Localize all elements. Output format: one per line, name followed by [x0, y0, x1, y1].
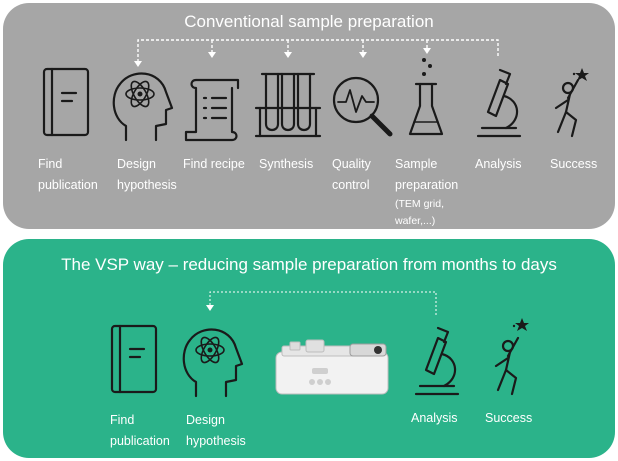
- label-line: Success: [485, 411, 533, 425]
- step-label-quality-control: Quality control: [332, 154, 371, 196]
- book-icon: [42, 67, 90, 137]
- microscope-icon: [476, 68, 522, 138]
- book-icon: [110, 324, 158, 394]
- step-label-sample-preparation: Sample preparation (TEM grid, wafer,...): [395, 154, 458, 230]
- flask-icon: [408, 58, 444, 136]
- label-line: Find publication: [110, 413, 170, 448]
- label-line: Design hypothesis: [186, 413, 246, 448]
- label-line: Success: [550, 157, 598, 171]
- head-atom-icon: [112, 72, 174, 142]
- step-label-analysis: Analysis: [475, 154, 522, 175]
- microscope-icon: [414, 326, 460, 396]
- success-person-icon: [494, 318, 529, 396]
- label-line: Design hypothesis: [117, 157, 177, 192]
- step-sublabel: (TEM grid, wafer,...): [395, 198, 445, 227]
- label-line: Analysis: [475, 157, 522, 171]
- magnifier-waveform-icon: [332, 76, 393, 137]
- vsp-step-label-design-hypothesis: Design hypothesis: [186, 410, 246, 452]
- label-line: Quality control: [332, 157, 371, 192]
- vsp-title: The VSP way – reducing sample preparatio…: [61, 255, 557, 274]
- label-line: Sample preparation: [395, 157, 459, 192]
- head-atom-icon: [182, 328, 244, 398]
- conventional-arrowheads: [134, 48, 431, 67]
- label-line: Analysis: [411, 411, 458, 425]
- step-label-find-recipe: Find recipe: [183, 154, 245, 175]
- step-label-success: Success: [550, 154, 597, 175]
- test-tubes-icon: [254, 72, 322, 138]
- vsp-instrument-icon: [275, 339, 389, 395]
- label-line: Find recipe: [183, 157, 245, 171]
- vsp-step-label-find-publication: Find publication: [110, 410, 170, 452]
- conventional-feedback-arrows: [137, 39, 499, 62]
- step-label-synthesis: Synthesis: [259, 154, 313, 175]
- success-person-icon: [554, 68, 589, 138]
- vsp-step-label-analysis: Analysis: [411, 408, 458, 429]
- vsp-feedback-arrow: [206, 291, 437, 316]
- label-line: Find publication: [38, 157, 98, 192]
- conventional-title: Conventional sample preparation: [184, 12, 434, 31]
- label-line: Synthesis: [259, 157, 314, 171]
- step-label-find-publication: Find publication: [38, 154, 98, 196]
- vsp-step-label-success: Success: [485, 408, 532, 429]
- step-label-design-hypothesis: Design hypothesis: [117, 154, 177, 196]
- recipe-scroll-icon: [184, 78, 240, 142]
